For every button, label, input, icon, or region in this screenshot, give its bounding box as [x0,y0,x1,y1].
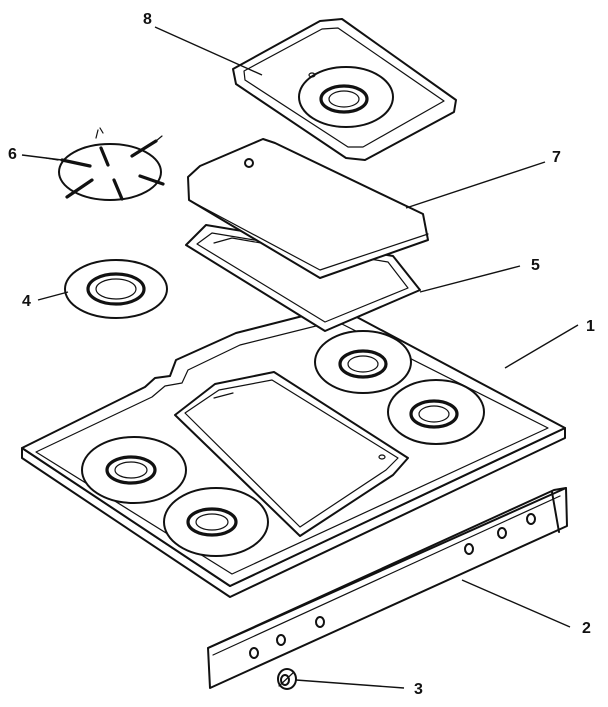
callout-1: 1 [586,318,595,335]
callout-4: 4 [22,293,31,310]
part-2-control-panel [207,487,568,689]
callout-3: 3 [414,681,423,698]
part-3-plug [277,668,297,690]
burner-well-left-front [163,487,269,557]
center-well [174,371,409,537]
part-7-griddle-plate [187,138,429,279]
callout-2: 2 [582,620,591,637]
burner-well-right-front [387,379,485,445]
leader-lines [21,26,579,689]
callout-8: 8 [143,11,152,28]
part-1-cooktop-main-top [21,306,566,598]
burner-well-right-rear [314,330,412,394]
part-4-drip-bowl [64,259,168,319]
burner-well-left-rear [81,436,187,504]
callout-labels: 8 6 7 5 4 1 2 3 [8,11,595,698]
callout-6: 6 [8,146,17,163]
part-6-burner-grate [45,127,165,201]
knob-holes [249,513,536,659]
part-8-burner-cover [232,18,457,161]
callout-7: 7 [552,149,561,166]
callout-5: 5 [531,257,540,274]
